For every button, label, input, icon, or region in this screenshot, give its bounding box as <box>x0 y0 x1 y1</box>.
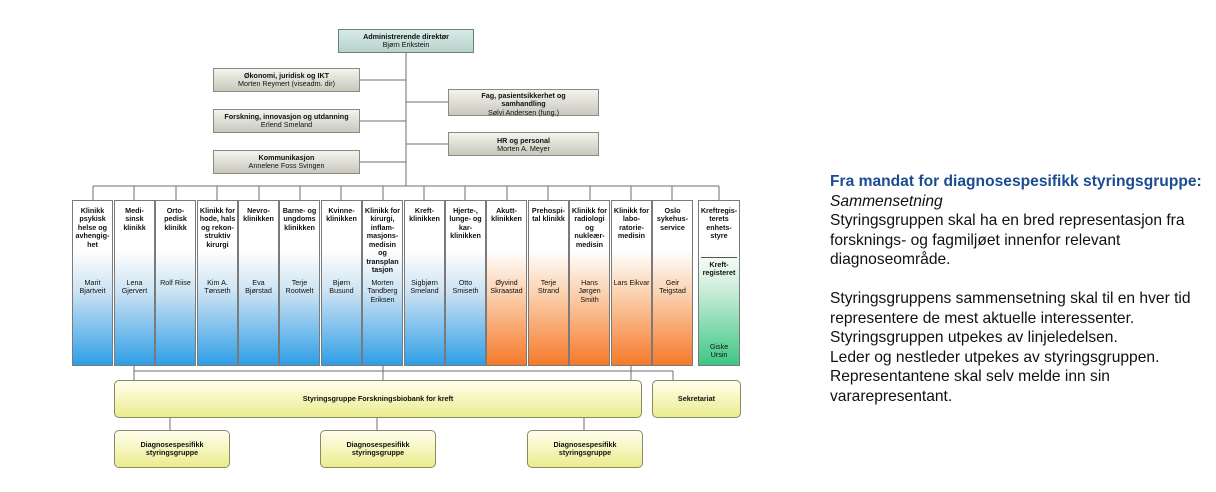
clinic-title: Oslo sykehus-service <box>656 206 689 232</box>
clinic-leader: Øyvind Skraastad <box>490 278 523 296</box>
clinic-leader: Geir Teigstad <box>659 278 686 296</box>
clinic-column: Kvinne-klinikken Bjørn Busund <box>321 200 362 366</box>
clinic-title: Nevro-klinikken <box>243 206 274 224</box>
staff-economy-box: Økonomi, juridisk og IKT Morten Reymert … <box>213 68 360 92</box>
diag-group-box: Diagnosespesifikk styringsgruppe <box>527 430 643 468</box>
clinic-leader: Otto Smiseth <box>452 278 479 296</box>
clinic-title: Klinikk psykisk helse og avhengig-het <box>75 206 110 249</box>
staff-title: Økonomi, juridisk og IKT <box>243 71 330 80</box>
staff-name: Sølvi Andersen (fung.) <box>487 107 560 117</box>
mandate-panel: Fra mandat for diagnosespesifikk styring… <box>830 172 1210 407</box>
kreft-board-title: Kreftregis-terets enhets-styre <box>700 206 738 241</box>
clinic-title: Klinikk for hode, hals og rekon-struktiv… <box>199 206 236 249</box>
clinic-leader: Kim A. Tønseth <box>204 278 231 296</box>
clinic-column: Orto-pedisk klinikk Rolf Riise <box>155 200 196 366</box>
clinic-title: Orto-pedisk klinikk <box>164 206 187 232</box>
clinic-title: Klinikk for labo-ratorie-medisin <box>613 206 650 241</box>
mandate-paragraph: Styringsgruppens sammensetning skal til … <box>830 289 1191 327</box>
steering-group-label: Styringsgruppe Forskningsbiobank for kre… <box>302 393 454 403</box>
clinic-column: Klinikk for labo-ratorie-medisin Lars Ei… <box>611 200 652 366</box>
staff-name: Annelene Foss Svingen <box>248 161 325 171</box>
clinic-title: Akutt-klinikken <box>491 206 522 224</box>
mandate-subheading: Sammensetning <box>830 192 943 210</box>
diag-group-label: Diagnosespesifikk styringsgruppe <box>553 439 617 457</box>
clinic-title: Prehospi-tal klinikk <box>531 206 566 224</box>
clinic-column: Kreft-klinikken Sigbjørn Smeland <box>404 200 445 366</box>
clinic-column: Oslo sykehus-service Geir Teigstad <box>652 200 693 366</box>
clinic-column: Prehospi-tal klinikk Terje Strand <box>528 200 569 366</box>
staff-title: Forskning, innovasjon og utdanning <box>224 112 349 121</box>
clinic-column: Klinikk for radiologi og nukleær-medisin… <box>569 200 610 366</box>
staff-name: Morten Reymert (viseadm. dir) <box>237 79 336 89</box>
kreft-register-title: Kreft-registeret <box>702 260 736 278</box>
clinic-leader: Rolf Riise <box>160 278 191 287</box>
mandate-paragraph: Styringsgruppen utpekes av linjeledelsen… <box>830 329 1118 347</box>
diag-group-label: Diagnosespesifikk styringsgruppe <box>140 439 204 457</box>
clinic-leader: Eva Bjørstad <box>245 278 272 296</box>
staff-title: Kommunikasjon <box>258 153 315 162</box>
clinic-leader: Hans Jørgen Smith <box>578 278 601 304</box>
ceo-name: Bjørn Erikstein <box>382 40 430 50</box>
clinic-column: Nevro-klinikken Eva Bjørstad <box>238 200 279 366</box>
clinic-column: Akutt-klinikken Øyvind Skraastad <box>486 200 527 366</box>
clinic-leader: Bjørn Busund <box>329 278 354 296</box>
staff-title: Fag, pasientsikkerhet og samhandling <box>481 91 566 109</box>
mandate-paragraph: Representantene skal selv melde inn sin … <box>830 368 1110 405</box>
clinic-title: Kreft-klinikken <box>409 206 440 224</box>
clinic-title: Klinikk for kirurgi, inflam-masjons-medi… <box>364 206 401 275</box>
ceo-box: Administrerende direktør Bjørn Erikstein <box>338 29 474 53</box>
clinic-column: Klinikk for kirurgi, inflam-masjons-medi… <box>362 200 403 366</box>
kreftregister-column: Kreftregis-terets enhets-styre Kreft-reg… <box>698 200 740 366</box>
clinic-title: Klinikk for radiologi og nukleær-medisin <box>571 206 608 249</box>
clinic-column: Barne- og ungdoms klinikken Terje Rootwe… <box>279 200 320 366</box>
staff-research-box: Forskning, innovasjon og utdanning Erlen… <box>213 109 360 133</box>
ceo-title: Administrerende direktør <box>363 32 449 41</box>
staff-name: Erlend Smeland <box>260 120 313 130</box>
clinic-title: Kvinne-klinikken <box>326 206 357 224</box>
diag-group-box: Diagnosespesifikk styringsgruppe <box>320 430 436 468</box>
kreft-sub: Kreft-registeret Giske Ursin <box>701 257 737 360</box>
clinic-title: Barne- og ungdoms klinikken <box>282 206 317 232</box>
clinic-title: Hjerte-, lunge- og kar-klinikken <box>449 206 482 241</box>
clinic-leader: Morten Tandberg Eriksen <box>367 278 398 304</box>
staff-title: HR og personal <box>496 136 551 145</box>
clinic-leader: Marit Bjartveit <box>79 278 106 296</box>
clinic-title: Medi-sinsk klinikk <box>123 206 146 232</box>
clinic-leader: Terje Rootwelt <box>285 278 314 296</box>
staff-name: Morten A. Meyer <box>497 144 550 154</box>
clinic-column: Klinikk psykisk helse og avhengig-het Ma… <box>72 200 113 366</box>
staff-quality-box: Fag, pasientsikkerhet og samhandling Søl… <box>448 89 599 117</box>
secretariat-box: Sekretariat <box>652 380 741 418</box>
kreft-leader: Giske Ursin <box>709 342 729 360</box>
staff-hr-box: HR og personal Morten A. Meyer <box>448 132 599 156</box>
mandate-paragraph: Leder og nestleder utpekes av styringsgr… <box>830 348 1160 366</box>
clinic-leader: Sigbjørn Smeland <box>410 278 439 296</box>
staff-communication-box: Kommunikasjon Annelene Foss Svingen <box>213 150 360 174</box>
clinic-column: Medi-sinsk klinikk Lena Gjervert <box>114 200 155 366</box>
clinic-column: Hjerte-, lunge- og kar-klinikken Otto Sm… <box>445 200 486 366</box>
diag-group-box: Diagnosespesifikk styringsgruppe <box>114 430 230 468</box>
clinic-leader: Lars Eikvar <box>613 278 650 287</box>
mandate-heading: Fra mandat for diagnosespesifikk styring… <box>830 173 1202 190</box>
clinic-leader: Lena Gjervert <box>121 278 148 296</box>
secretariat-label: Sekretariat <box>677 393 716 403</box>
diag-group-label: Diagnosespesifikk styringsgruppe <box>346 439 410 457</box>
clinic-column: Klinikk for hode, hals og rekon-struktiv… <box>197 200 238 366</box>
clinic-leader: Terje Strand <box>537 278 560 296</box>
steering-group-box: Styringsgruppe Forskningsbiobank for kre… <box>114 380 642 418</box>
mandate-paragraph: Styringsgruppen skal ha en bred represen… <box>830 212 1185 269</box>
